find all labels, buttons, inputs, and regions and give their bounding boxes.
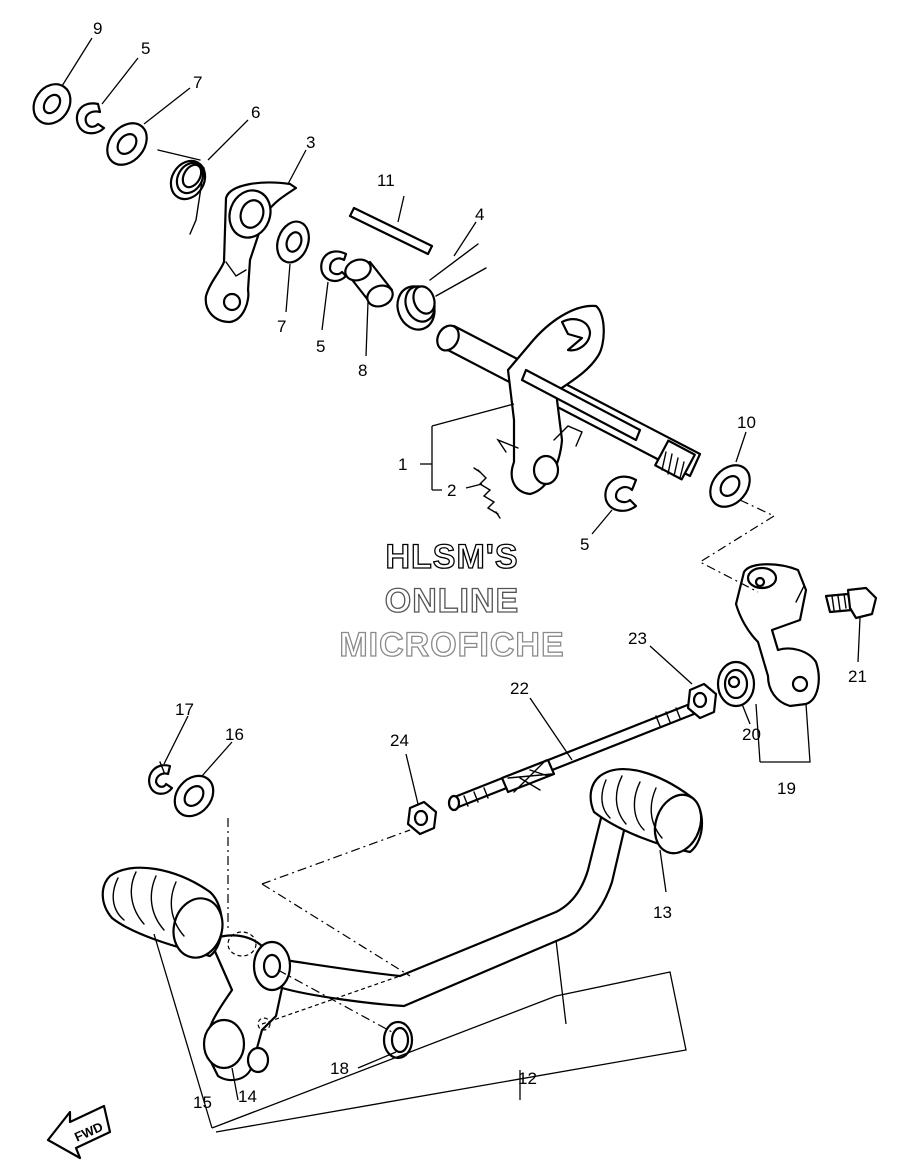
circlip-part-5-right [604,475,638,512]
callout-7-middle: 7 [277,317,286,336]
shift-arm-part-19 [734,563,820,708]
pivot-part-14 [227,931,257,957]
callout-10: 10 [737,413,756,432]
callout-16: 16 [225,725,244,744]
circlip-part-5-top [75,102,106,135]
watermark-line-2: ONLINE [385,582,519,620]
spring-part-2 [473,467,501,519]
shift-shaft-part-1 [436,304,702,496]
callout-5-top: 5 [141,39,150,58]
callout-12: 12 [518,1069,537,1088]
callout-8: 8 [358,361,367,380]
washer-part-10 [709,464,751,508]
callout-15: 15 [193,1093,212,1112]
collar-part-8 [344,258,394,308]
watermark-line-1: HLSM'S [385,538,518,576]
callout-20: 20 [742,725,761,744]
pin-part-11 [348,206,434,256]
shift-pedal-part-12 [202,812,628,1082]
callout-7-top: 7 [193,73,202,92]
tie-rod-part-22 [447,702,696,812]
callout-11: 11 [377,171,395,190]
joint-part-20 [716,660,756,708]
callout-4: 4 [475,205,484,224]
callout-9: 9 [93,19,102,38]
nut-part-24 [406,800,438,836]
watermark-line-3: MICROFICHE [339,626,564,664]
washer-part-9 [32,83,72,125]
washer-part-16 [173,774,215,818]
spring-part-4 [396,243,487,331]
clip-part-17 [148,761,174,795]
callout-22: 22 [510,679,529,698]
pedal-rubber-part-15 [101,866,224,959]
callout-17: 17 [175,700,194,719]
torsion-spring-part-6 [157,149,207,235]
callout-24: 24 [390,731,409,750]
pedal-rubber-part-13 [589,768,703,855]
callout-5-middle: 5 [316,337,325,356]
callout-1: 1 [398,455,407,474]
callout-5-right: 5 [580,535,589,554]
bolt-part-21 [824,586,878,620]
callout-6: 6 [251,103,260,122]
callout-14: 14 [238,1087,257,1106]
washer-part-7-top [106,122,148,166]
circlip-part-5-middle [320,250,348,282]
callout-3: 3 [306,133,315,152]
callout-23: 23 [628,629,647,648]
callout-2: 2 [447,481,456,500]
callout-18: 18 [330,1059,349,1078]
callout-21: 21 [848,667,867,686]
nut-part-23 [686,682,718,720]
callout-19: 19 [777,779,796,798]
washer-part-7-middle [276,220,310,264]
callout-13: 13 [653,903,672,922]
fwd-arrow-icon: FWD [46,1104,112,1160]
shift-arm-part-3 [204,181,298,324]
